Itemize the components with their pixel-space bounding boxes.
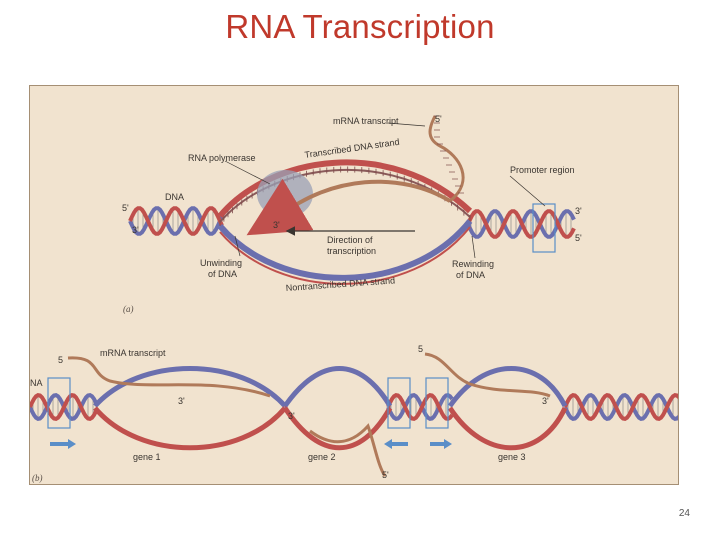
mrna-gene2 [309, 423, 387, 477]
promoter-box-3 [425, 377, 449, 429]
promoter-box [532, 203, 556, 253]
transcription-figure: mRNA transcript 5' RNA polymerase Transc… [29, 85, 679, 485]
three-prime-3-label: 3' [542, 396, 549, 406]
panel-a-label: (a) [123, 304, 134, 314]
three-prime-left-label: 3' [132, 225, 139, 235]
five-prime-right-label: 5' [575, 233, 582, 243]
rewinding-label-2: of DNA [456, 270, 485, 280]
left-helix [128, 206, 224, 236]
three-prime-right-label: 3' [575, 206, 582, 216]
promoter-box-1 [47, 377, 71, 429]
three-prime-1-label: 3' [178, 396, 185, 406]
page-number: 24 [678, 508, 690, 519]
bubble1-top [93, 366, 287, 408]
five-prime-left-label: 5' [122, 203, 129, 213]
direction-label-2: transcription [327, 246, 376, 256]
five-prime-top-label: 5' [435, 114, 442, 124]
right-helix [466, 209, 576, 239]
transcribed-dna-strand [217, 159, 473, 218]
nontranscribed-dna-strand [217, 219, 473, 281]
five-prime-left-b-label: 5 [58, 355, 63, 365]
panel-a: mRNA transcript 5' RNA polymerase Transc… [122, 114, 582, 314]
transcribed-strand-label: Transcribed DNA strand [304, 137, 400, 160]
panel-b: 5 mRNA transcript NA 3' 3' 5 3' 5' gene … [30, 344, 678, 483]
rna-synthesis-arrow [246, 178, 314, 236]
five-prime-bottom-b-label: 5' [382, 470, 389, 480]
five-prime-top-b-label: 5 [418, 344, 423, 354]
three-prime-rna-label: 3' [273, 220, 280, 230]
promoter-region-label: Promoter region [510, 165, 575, 175]
unwinding-label-2: of DNA [208, 269, 237, 279]
mrna-transcript-strand [428, 115, 465, 203]
bubble2-top [282, 366, 393, 408]
gene3-label: gene 3 [498, 452, 526, 462]
promoter-box-2 [387, 377, 411, 429]
unwinding-label-1: Unwinding [200, 258, 242, 268]
direction-label-1: Direction of [327, 235, 373, 245]
dna-left-b-label: NA [30, 378, 43, 388]
mrna-transcript-b-label: mRNA transcript [100, 348, 166, 358]
rewinding-label-1: Rewinding [452, 259, 494, 269]
mrna-gene1 [67, 356, 271, 398]
rna-polymerase-label: RNA polymerase [188, 153, 256, 163]
panel-b-label: (b) [32, 473, 43, 483]
dna-label: DNA [165, 192, 184, 202]
bubble2-bottom [282, 406, 393, 451]
three-prime-2-label: 3' [288, 411, 295, 421]
bubble3-top [447, 366, 568, 408]
mrna-transcript-label: mRNA transcript [333, 116, 399, 126]
slide-title: RNA Transcription [225, 8, 495, 45]
bottom-helix [30, 392, 678, 422]
bubble3-bottom [447, 406, 568, 451]
gene1-label: gene 1 [133, 452, 161, 462]
bubble1-bottom [93, 406, 287, 451]
mrna-gene3 [424, 352, 551, 398]
gene2-label: gene 2 [308, 452, 336, 462]
transcription-diagram: mRNA transcript 5' RNA polymerase Transc… [30, 114, 678, 483]
rna-ticks [434, 115, 464, 194]
